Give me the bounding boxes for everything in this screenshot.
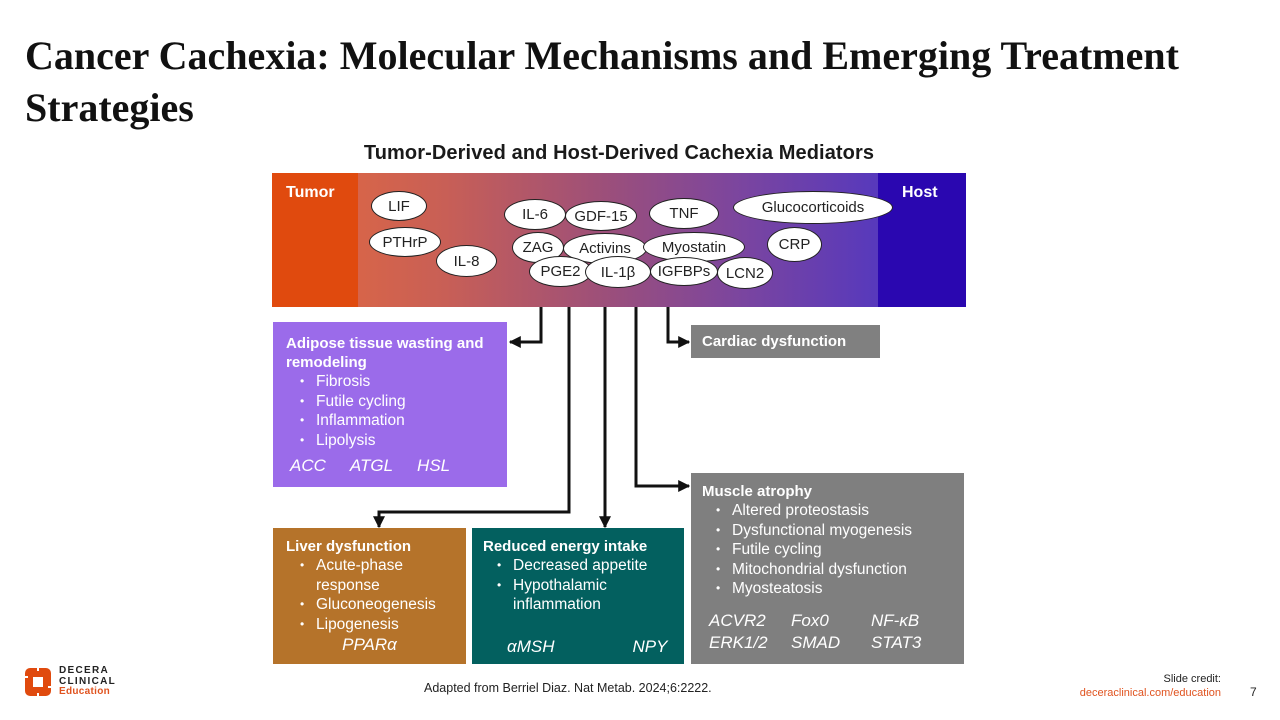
mediator-pge2: PGE2 — [529, 256, 592, 287]
gene: Fox0 — [791, 610, 829, 630]
liver-genes: PPARα — [286, 635, 453, 655]
citation: Adapted from Berriel Diaz. Nat Metab. 20… — [424, 681, 712, 695]
gene: ACVR2 — [709, 610, 766, 630]
host-label: Host — [902, 184, 938, 201]
arrow-to-adipose — [508, 307, 543, 348]
gene: ERK1/2 — [709, 632, 768, 652]
gene: NF-κB — [871, 610, 920, 630]
muscle-title: Muscle atrophy — [702, 483, 813, 500]
mediator-il1b: IL-1β — [585, 256, 651, 288]
energy-title: Reduced energy intake — [483, 538, 648, 555]
energy-list: Decreased appetite Hypothalamic inflamma… — [483, 556, 673, 615]
logo-wordmark: DECERA CLINICAL Education — [59, 665, 117, 698]
energy-genes: αMSH NPY — [483, 637, 673, 657]
list-item: Decreased appetite — [483, 556, 673, 576]
list-item: Mitochondrial dysfunction — [702, 560, 953, 580]
liver-box: Liver dysfunction Acute-phase response G… — [273, 528, 466, 664]
list-item: Fibrosis — [286, 372, 494, 392]
mediator-il6: IL-6 — [504, 199, 566, 230]
mediator-pthrp: PTHrP — [369, 227, 441, 257]
list-item: Lipogenesis — [286, 615, 453, 635]
slide-title: Cancer Cachexia: Molecular Mechanisms an… — [25, 33, 1179, 130]
mediator-tnf: TNF — [649, 198, 719, 229]
gene: SMAD — [791, 632, 841, 652]
muscle-genes: ACVR2 Fox0 NF-κB ERK1/2 SMAD STAT3 — [702, 611, 953, 653]
mediator-gdf15: GDF-15 — [565, 201, 637, 231]
gene: STAT3 — [871, 632, 922, 652]
tumor-label: Tumor — [286, 184, 335, 201]
arrow-to-cardiac — [666, 307, 691, 348]
list-item: Futile cycling — [286, 392, 494, 412]
mediator-il8: IL-8 — [436, 245, 497, 277]
list-item: Myosteatosis — [702, 579, 953, 599]
list-item: Acute-phase response — [286, 556, 453, 595]
credit-label: Slide credit: — [1163, 673, 1221, 685]
gene: PPARα — [342, 635, 397, 654]
adipose-genes: ACC ATGL HSL — [286, 456, 494, 476]
page-number: 7 — [1250, 685, 1257, 699]
muscle-list: Altered proteostasis Dysfunctional myoge… — [702, 501, 953, 599]
decera-logo-icon — [25, 667, 51, 696]
credit-link[interactable]: deceraclinical.com/education — [1079, 687, 1221, 699]
gene: NPY — [632, 636, 668, 656]
energy-box: Reduced energy intake Decreased appetite… — [472, 528, 684, 664]
adipose-title: Adipose tissue wasting and remodeling — [286, 335, 484, 371]
cardiac-title: Cardiac dysfunction — [702, 333, 847, 350]
gene: ACC — [290, 456, 326, 475]
slide-credit: Slide credit: deceraclinical.com/educati… — [1080, 672, 1221, 700]
gene: ATGL — [349, 456, 394, 475]
liver-title: Liver dysfunction — [286, 538, 412, 555]
list-item: Lipolysis — [286, 431, 494, 451]
mediator-igfbps: IGFBPs — [650, 257, 718, 286]
logo-line2: CLINICAL — [59, 675, 117, 687]
liver-list: Acute-phase response Gluconeogenesis Lip… — [286, 556, 453, 634]
list-item: Altered proteostasis — [702, 501, 953, 521]
diagram-title: Tumor-Derived and Host-Derived Cachexia … — [363, 142, 875, 164]
logo-line1: DECERA — [59, 665, 110, 676]
host-block — [878, 173, 966, 307]
muscle-box: Muscle atrophy Altered proteostasis Dysf… — [691, 473, 964, 664]
list-item: Hypothalamic inflammation — [483, 576, 673, 615]
adipose-box: Adipose tissue wasting and remodeling Fi… — [273, 322, 507, 487]
adipose-list: Fibrosis Futile cycling Inflammation Lip… — [286, 372, 494, 450]
arrow-to-muscle — [634, 307, 691, 492]
gene: HSL — [417, 456, 451, 475]
tumor-block — [272, 173, 358, 307]
decera-logo: DECERA CLINICAL Education — [25, 665, 117, 698]
list-item: Futile cycling — [702, 540, 953, 560]
logo-line3: Education — [59, 686, 111, 697]
cardiac-box: Cardiac dysfunction — [691, 325, 880, 358]
list-item: Dysfunctional myogenesis — [702, 521, 953, 541]
mediator-crp: CRP — [767, 227, 822, 262]
mediator-glucocorticoids: Glucocorticoids — [733, 191, 893, 224]
list-item: Inflammation — [286, 411, 494, 431]
mediator-lcn2: LCN2 — [717, 257, 773, 289]
gene: αMSH — [507, 636, 555, 656]
mediator-lif: LIF — [371, 191, 427, 221]
list-item: Gluconeogenesis — [286, 595, 453, 615]
